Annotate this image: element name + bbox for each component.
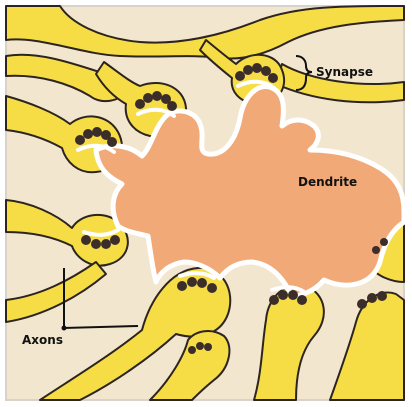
axons-label: Axons — [22, 333, 63, 347]
synapse-label: Synapse — [316, 65, 373, 79]
axons-bracket-dot — [62, 326, 67, 331]
dendrite-label: Dendrite — [298, 175, 357, 189]
